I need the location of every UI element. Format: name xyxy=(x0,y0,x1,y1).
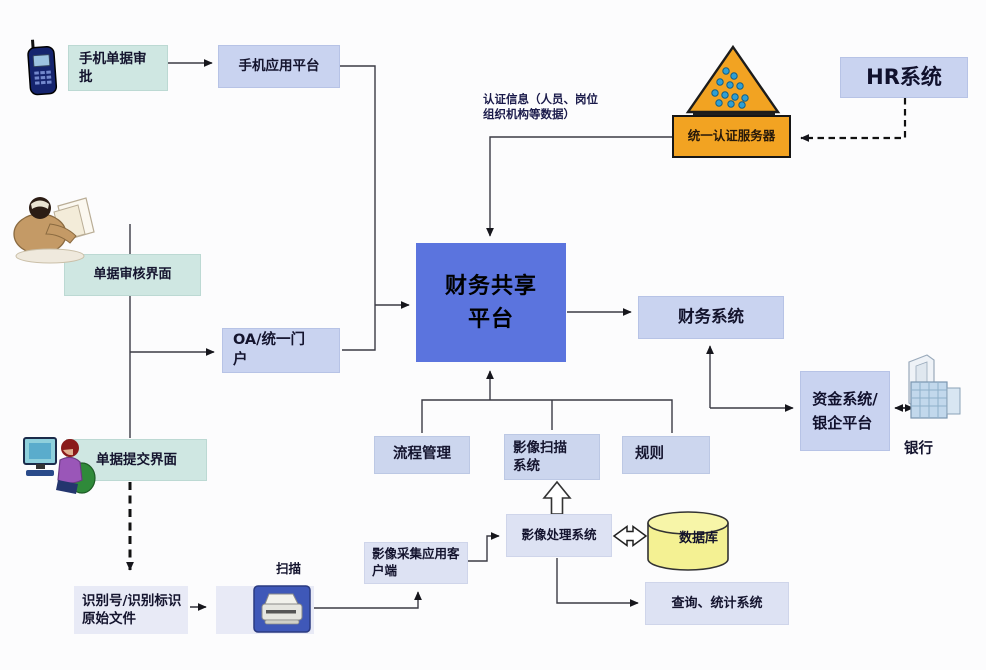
node-finance-system-label: 财务系统 xyxy=(678,307,744,327)
node-oa-portal-label: OA/统一门 户 xyxy=(233,331,305,368)
line-bottom-bus xyxy=(421,399,673,433)
database-label: 数据库 xyxy=(679,531,719,546)
node-image-capture-label: 影像采集应用客 户端 xyxy=(372,546,460,578)
node-rules: 规则 xyxy=(622,436,710,474)
person-computer-icon xyxy=(23,437,96,494)
node-doc-review: 单据审核界面 xyxy=(64,254,201,296)
auth-info-annotation: 认证信息（人员、岗位 组织机构等数据） xyxy=(483,92,598,121)
person-reading-icon xyxy=(13,197,95,264)
arrow-capture-to-processing xyxy=(468,532,500,562)
node-recognition-label: 识别号/识别标识 原始文件 xyxy=(82,592,182,627)
node-image-capture: 影像采集应用客 户端 xyxy=(364,542,468,584)
node-recognition: 识别号/识别标识 原始文件 xyxy=(74,586,188,634)
node-mobile-approval-label: 手机单据审 批 xyxy=(79,50,147,85)
node-query-stats-label: 查询、统计系统 xyxy=(671,595,763,611)
node-hr-system: HR系统 xyxy=(840,57,968,98)
dashed-arrow-hr-to-auth xyxy=(800,98,907,142)
node-shared-platform: 财务共享 平台 xyxy=(416,243,566,362)
database-cylinder-icon xyxy=(647,511,729,571)
node-process-mgmt-label: 流程管理 xyxy=(393,446,451,463)
node-hr-system-label: HR系统 xyxy=(866,65,942,90)
node-auth-server: 统一认证服务器 xyxy=(672,115,791,158)
node-rules-label: 规则 xyxy=(635,446,664,463)
mobile-phone-icon xyxy=(27,39,58,96)
node-image-processing: 影像处理系统 xyxy=(506,514,612,557)
node-image-scan-system-label: 影像扫描 系统 xyxy=(513,439,567,474)
hollow-arrow-processing-to-scan-system xyxy=(542,480,572,515)
node-fund-system-label: 资金系统/ 银企平台 xyxy=(812,390,878,432)
node-query-stats: 查询、统计系统 xyxy=(645,582,789,625)
bank-buildings-icon xyxy=(908,354,961,419)
node-doc-submit-label: 单据提交界面 xyxy=(96,451,177,468)
node-oa-portal: OA/统一门 户 xyxy=(222,328,340,373)
node-auth-server-label: 统一认证服务器 xyxy=(687,128,776,144)
node-mobile-approval: 手机单据审 批 xyxy=(68,45,168,91)
node-mobile-platform: 手机应用平台 xyxy=(218,45,340,88)
node-doc-submit: 单据提交界面 xyxy=(66,439,207,481)
arrow-processing-to-query xyxy=(556,558,639,607)
node-shared-platform-label: 财务共享 平台 xyxy=(444,273,537,332)
hollow-double-arrow-processing-database xyxy=(612,525,648,547)
node-image-scan-system: 影像扫描 系统 xyxy=(504,434,600,480)
auth-triangle-icon xyxy=(685,44,781,116)
node-fund-system: 资金系统/ 银企平台 xyxy=(800,371,890,451)
arrow-scanner-to-capture xyxy=(314,591,422,609)
line-platform-oa-trunk xyxy=(340,65,376,351)
node-mobile-platform-label: 手机应用平台 xyxy=(238,58,320,75)
scan-label: 扫描 xyxy=(276,561,302,576)
arrow-auth-to-shared-platform xyxy=(486,136,672,237)
node-doc-review-label: 单据审核界面 xyxy=(93,267,172,283)
bank-label: 银行 xyxy=(904,441,933,457)
node-process-mgmt: 流程管理 xyxy=(374,436,470,474)
node-image-processing-label: 影像处理系统 xyxy=(521,527,597,543)
scanner-icon xyxy=(253,585,311,633)
node-finance-system: 财务系统 xyxy=(638,296,784,339)
